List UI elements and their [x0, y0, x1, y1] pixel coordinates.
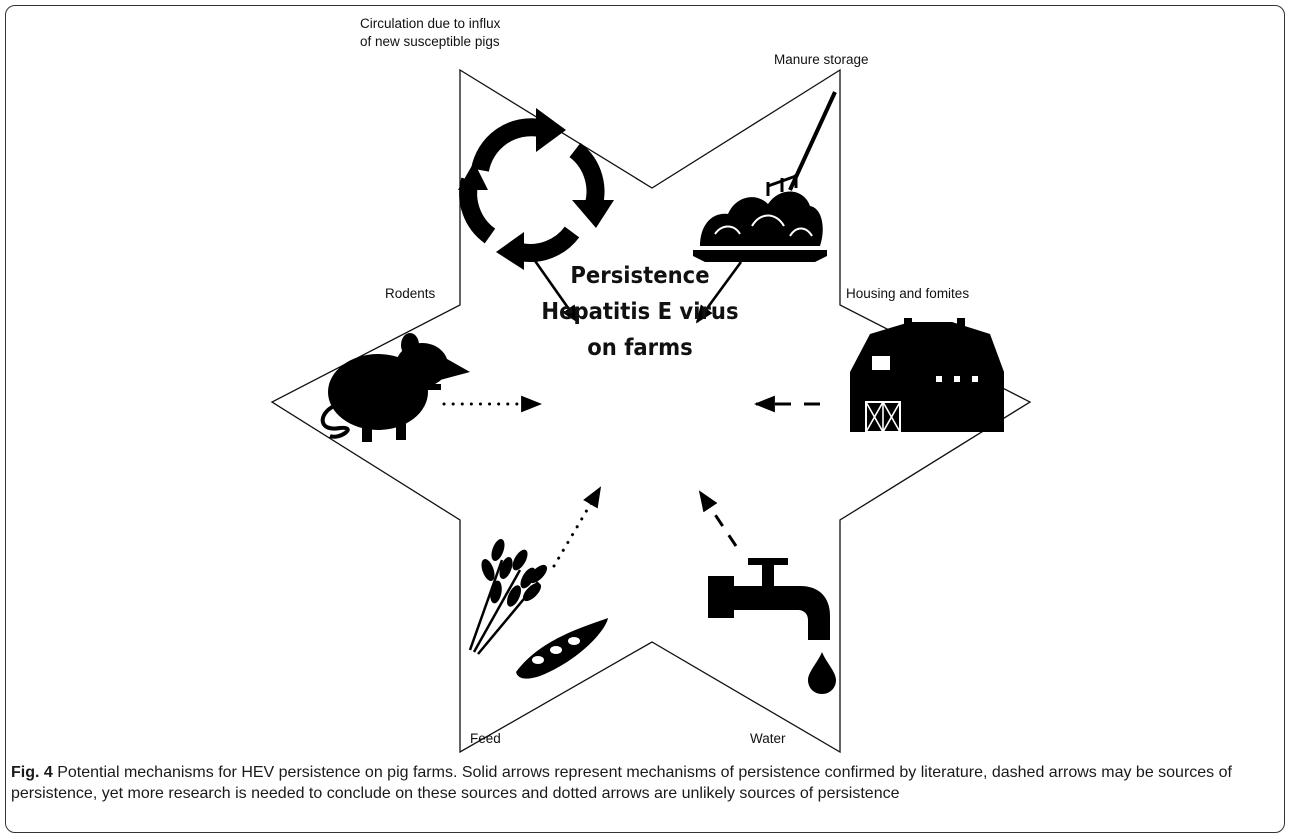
manure-arrow — [695, 261, 743, 324]
center-title-line2: Hepatitis E virus — [541, 299, 739, 325]
figure-caption: Fig. 4 Potential mechanisms for HEV pers… — [11, 762, 1276, 804]
barn-icon — [850, 318, 1004, 433]
pea-pod-icon — [516, 618, 608, 679]
manure-pile-icon — [693, 91, 837, 262]
center-title: Persistence Hepatitis E virus on farms — [493, 258, 787, 366]
center-title-line3: on farms — [587, 335, 693, 361]
figure-frame — [5, 5, 1285, 833]
circulation-arrow — [531, 257, 580, 324]
water-arrow — [698, 490, 738, 547]
faucet-icon — [708, 558, 836, 694]
label-housing-fomites: Housing and fomites — [846, 286, 970, 301]
figure-label: Fig. 4 — [11, 764, 53, 781]
diagram-canvas — [270, 68, 1032, 754]
wheat-icon — [468, 539, 548, 655]
label-feed: Feed — [470, 731, 501, 746]
label-manure-storage: Manure storage — [774, 52, 869, 67]
label-rodents: Rodents — [385, 286, 436, 301]
feed-arrow — [552, 486, 602, 568]
center-title-line1: Persistence — [570, 263, 710, 289]
label-water: Water — [750, 731, 786, 746]
label-circulation-line1: Circulation due to influx — [360, 16, 501, 31]
star-outline — [270, 68, 1032, 754]
label-circulation-line2: of new susceptible pigs — [360, 34, 500, 49]
caption-text: Potential mechanisms for HEV persistence… — [11, 764, 1232, 802]
rat-icon — [320, 333, 470, 442]
circulation-cycle-icon — [458, 108, 614, 270]
